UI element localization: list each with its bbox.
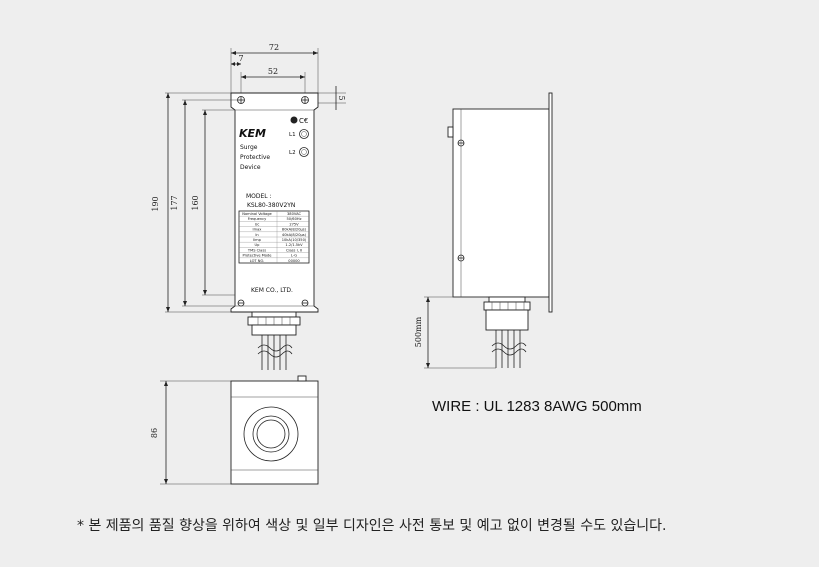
gland-nut-icon — [243, 406, 299, 462]
spec-value: 40kA(8/20μs) — [282, 233, 307, 237]
spec-value: 275V — [289, 222, 299, 226]
spec-key: Frequency — [248, 217, 267, 221]
side-view: 500mm — [414, 92, 553, 369]
spec-value: 80kA(8/20μs) — [282, 228, 307, 232]
wire-spec: WIRE : UL 1283 8AWG 500mm — [432, 398, 642, 415]
enclosure-bottom — [230, 380, 319, 485]
front-view: 72 52 7 5 — [151, 43, 346, 370]
wires-side — [491, 330, 527, 368]
spec-value: Class I, II — [286, 248, 302, 252]
mounting-hole-icon — [301, 299, 309, 307]
dim-500mm: 500mm — [414, 316, 423, 347]
certification-mark-icon: C€ — [290, 116, 308, 125]
spec-key: Nominal Voltage — [242, 212, 272, 216]
mounting-plate-side — [548, 92, 553, 313]
screw-icon — [457, 139, 465, 147]
screw-icon — [457, 254, 465, 262]
spec-key: Protective Mode — [243, 254, 273, 258]
model-number: KSL80-380V2YN — [247, 202, 295, 209]
dim-177: 177 — [170, 195, 179, 210]
dim-72: 72 — [269, 43, 279, 52]
maker-label: KEM CO., LTD. — [251, 287, 293, 294]
lamp-l1-icon — [299, 129, 309, 139]
device-line-1: Surge — [240, 144, 258, 151]
spec-key: TMS Class — [247, 248, 266, 252]
cable-gland-front — [247, 311, 301, 336]
spec-value: 1.2/1.5kV — [285, 243, 303, 247]
spec-key: Uc — [255, 222, 260, 226]
spec-value: L-G — [291, 254, 297, 258]
lamp-l2-icon — [299, 147, 309, 157]
dim-7: 7 — [238, 54, 243, 63]
lamp-l1-label: L1 — [289, 132, 296, 138]
mounting-hole-icon — [237, 299, 245, 307]
lamp-l2-label: L2 — [289, 150, 296, 156]
spec-key: In — [255, 233, 258, 237]
spec-key: Up — [255, 243, 261, 247]
dim-52: 52 — [268, 67, 278, 76]
dim-5: 5 — [337, 95, 346, 100]
spec-value: 50/60Hz — [287, 217, 302, 221]
brand-logo: KEM — [239, 127, 266, 140]
svg-text:C€: C€ — [299, 117, 308, 125]
mounting-hole-icon — [301, 96, 309, 104]
spec-value: 00000 — [288, 259, 300, 263]
enclosure-side — [452, 108, 550, 298]
bottom-view: 86 — [150, 375, 319, 485]
device-line-2: Protective — [240, 154, 270, 161]
device-line-3: Device — [240, 164, 261, 171]
wires-front — [257, 335, 293, 370]
footnote: * 본 제품의 품질 향상을 위하여 색상 및 일부 디자인은 사전 통보 및 … — [77, 518, 667, 534]
dim-86: 86 — [150, 428, 159, 438]
spec-key: LOT NO. — [250, 259, 265, 263]
spec-value: 380VAC — [287, 212, 301, 216]
spec-value: 10kA(10/350) — [282, 238, 307, 242]
spec-key: Iimp — [253, 238, 262, 242]
model-label: MODEL : — [246, 193, 272, 200]
dim-160: 160 — [191, 195, 200, 210]
dim-190: 190 — [151, 196, 160, 211]
cable-gland-side — [483, 296, 531, 331]
spec-key: Imax — [253, 228, 263, 232]
